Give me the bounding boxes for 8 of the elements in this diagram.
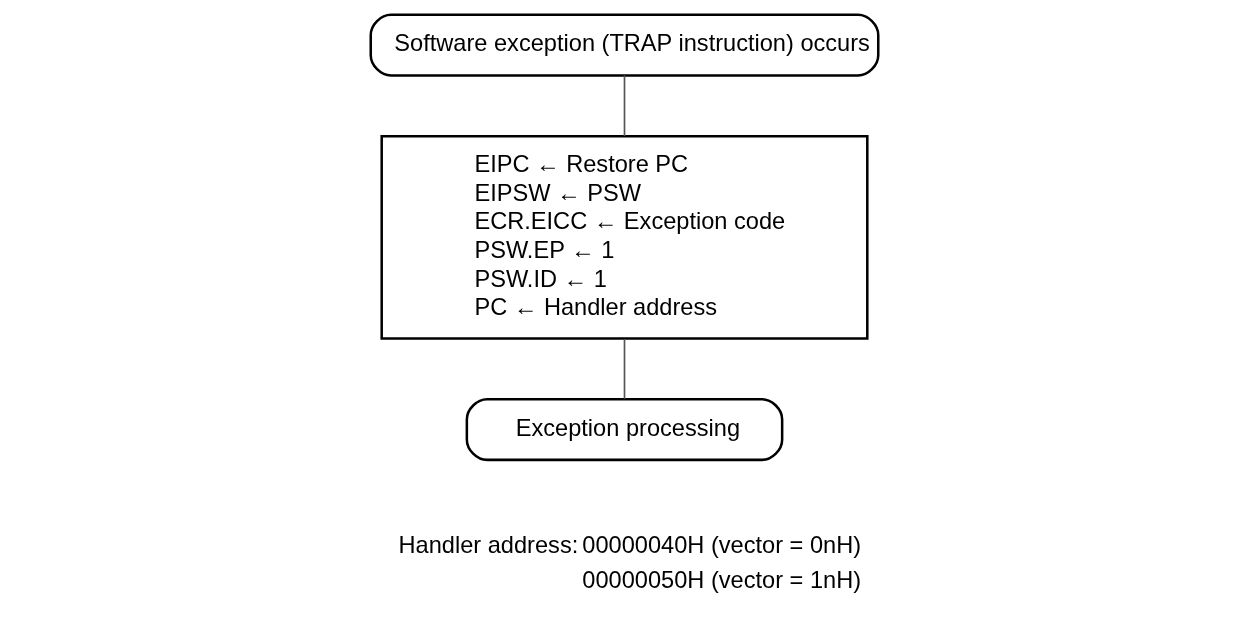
- label: 00000040H (vector = 0nH): [581, 531, 861, 558]
- connector: [623, 74, 625, 137]
- node-box: EIPC ← Restore PC EIPSW ← PSW ECR.EICC ← Exception code PSW.EP ← 1 PSW.ID ← 1 PC ← Handler address: [379, 134, 869, 340]
- label: Handler address:: [398, 531, 578, 558]
- node-box: Software exception (TRAP instruction) occurs: [368, 13, 880, 77]
- node-box: Exception processing: [465, 397, 783, 462]
- connector: [623, 338, 625, 400]
- label: 00000050H (vector = 1nH): [581, 567, 861, 594]
